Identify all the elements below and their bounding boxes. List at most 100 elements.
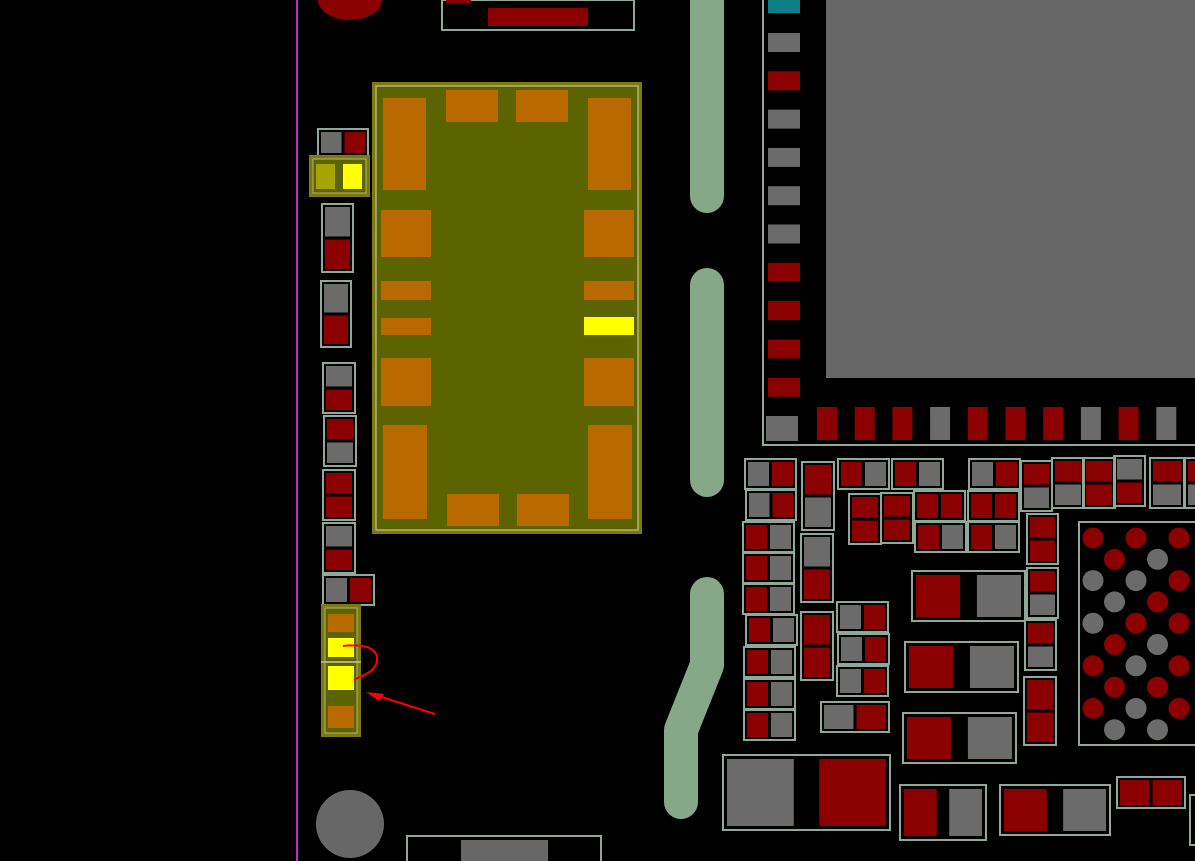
smd-component[interactable]: [320, 280, 352, 348]
component-pad: [727, 759, 794, 826]
smd-component[interactable]: [743, 678, 796, 710]
smd-component[interactable]: [836, 665, 889, 697]
smd-component[interactable]: [1026, 567, 1059, 619]
component-pad: [1153, 484, 1181, 505]
component-pad: [995, 525, 1016, 549]
olive-ic-pad: [588, 98, 631, 190]
smd-component[interactable]: [317, 128, 369, 157]
component-outline: [745, 489, 797, 521]
smd-component[interactable]: [837, 458, 890, 490]
smd-component[interactable]: [321, 203, 354, 273]
component-pad: [746, 556, 767, 580]
smd-component[interactable]: [800, 611, 834, 681]
bga-component[interactable]: [1078, 521, 1195, 746]
component-outline: [322, 522, 356, 574]
component-pad: [746, 587, 767, 611]
component-pad: [841, 462, 862, 486]
smd-component[interactable]: [1116, 776, 1186, 809]
smd-component[interactable]: [968, 458, 1021, 490]
smd-component[interactable]: [848, 493, 882, 545]
smd-component[interactable]: [880, 492, 914, 544]
smd-component[interactable]: [967, 521, 1020, 553]
smd-component[interactable]: [322, 469, 356, 521]
component-pad: [770, 556, 791, 580]
component-pad: [747, 650, 768, 674]
bga-ball: [1082, 527, 1104, 549]
olive-ic-pad: [584, 317, 634, 335]
smd-component[interactable]: [1184, 457, 1195, 509]
smd-component[interactable]: [820, 701, 890, 733]
smd-component[interactable]: [742, 583, 795, 615]
olive-ic-pad: [446, 90, 498, 122]
smd-component[interactable]: [745, 614, 798, 646]
smd-component[interactable]: [800, 533, 834, 603]
component-pad: [771, 650, 792, 674]
smd-component[interactable]: [837, 633, 890, 665]
smd-component[interactable]: [1113, 455, 1146, 507]
top-connector-pad: [488, 8, 588, 26]
smd-component[interactable]: [913, 490, 966, 522]
annotation-loop: [342, 644, 379, 681]
component-pad: [856, 705, 886, 729]
component-pad: [804, 537, 830, 567]
highlighted-pad-left: [316, 164, 335, 189]
smd-component[interactable]: [742, 552, 795, 584]
smd-component[interactable]: [744, 458, 797, 490]
component-pad: [1024, 487, 1049, 508]
ic-pin: [930, 407, 951, 440]
smd-component[interactable]: [836, 601, 889, 633]
smd-component[interactable]: [742, 521, 795, 553]
smd-component[interactable]: [322, 574, 375, 606]
large-component[interactable]: [999, 784, 1111, 836]
smd-component[interactable]: [322, 362, 356, 414]
red-annotation: [342, 644, 436, 715]
component-outline: [911, 570, 1026, 622]
large-component[interactable]: [722, 754, 891, 831]
ic-pin: [1118, 407, 1139, 440]
olive-ic-pad: [584, 281, 634, 300]
smd-component[interactable]: [1023, 676, 1057, 746]
main-olive-ic[interactable]: [372, 82, 642, 534]
component-pad: [747, 713, 768, 737]
component-outline: [904, 641, 1019, 693]
smd-component[interactable]: [891, 458, 944, 490]
smd-component[interactable]: [743, 646, 796, 678]
component-pad: [746, 525, 767, 549]
component-pad: [747, 682, 768, 706]
smd-component[interactable]: [1024, 619, 1057, 671]
component-pad: [907, 717, 952, 759]
olive-ic-pad: [381, 318, 431, 335]
smd-component[interactable]: [1020, 460, 1053, 512]
component-pad: [996, 462, 1017, 486]
top-connector-pad-small: [446, 0, 471, 3]
ic-pin: [967, 407, 988, 440]
component-outline: [321, 203, 354, 273]
smd-component[interactable]: [1026, 513, 1059, 565]
component-pad: [1028, 646, 1053, 667]
smd-component[interactable]: [743, 709, 796, 741]
smd-component[interactable]: [745, 489, 797, 521]
smd-component[interactable]: [1051, 457, 1085, 509]
smd-component[interactable]: [1149, 457, 1185, 509]
olive-ic-pad: [517, 494, 569, 526]
highlighted-component-bottom[interactable]: [321, 604, 361, 737]
bga-ball: [1104, 548, 1125, 570]
smd-component[interactable]: [1082, 457, 1116, 509]
highlighted-component-top[interactable]: [309, 155, 370, 197]
smd-component[interactable]: [322, 522, 356, 574]
large-component[interactable]: [904, 641, 1019, 693]
smd-component[interactable]: [323, 415, 357, 467]
large-component[interactable]: [911, 570, 1026, 622]
component-outline: [1113, 455, 1146, 507]
large-component[interactable]: [899, 784, 987, 841]
component-pad: [918, 525, 939, 549]
ic-pin: [768, 71, 800, 91]
bottom-connector-pad: [461, 840, 548, 861]
large-component[interactable]: [902, 712, 1017, 764]
smd-component[interactable]: [967, 490, 1020, 522]
smd-component[interactable]: [801, 461, 835, 531]
highlighted-component-pad[interactable]: [328, 638, 354, 657]
large-ic-component[interactable]: [762, 0, 1195, 446]
smd-component[interactable]: [914, 521, 967, 553]
